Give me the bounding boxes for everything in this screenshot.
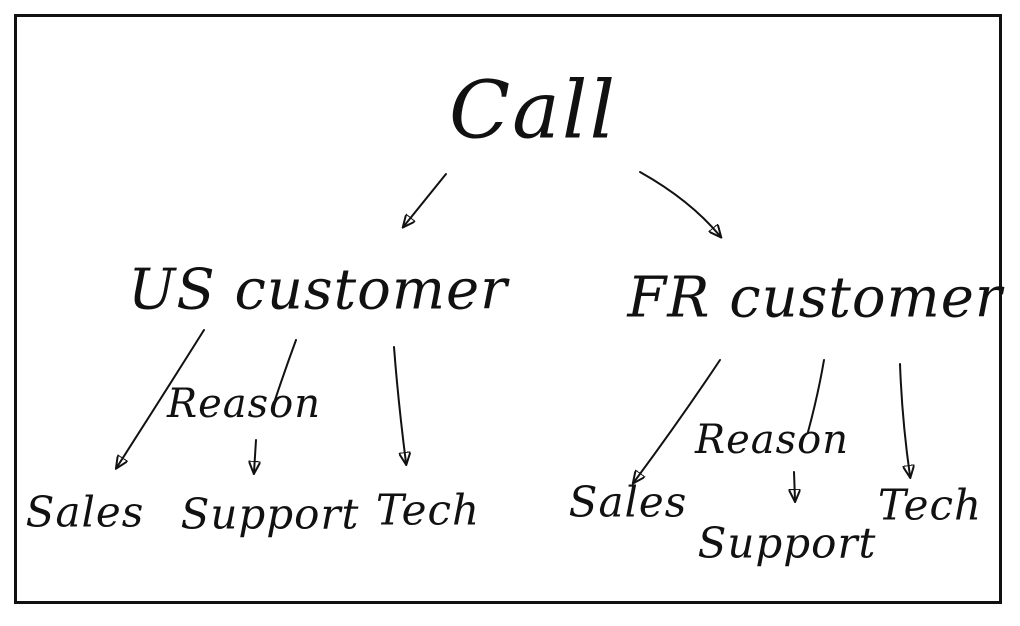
edge-us-to-reason [274, 339, 297, 401]
node-us-tech: Tech [375, 485, 481, 535]
edge-call-to-us [404, 173, 447, 226]
label-reason-us: Reason [166, 381, 322, 427]
edge-call-to-fr [639, 171, 720, 236]
edge-fr-to-tech [899, 363, 910, 476]
node-fr-sales: Sales [568, 477, 688, 527]
node-us-support: Support [180, 489, 360, 539]
node-us-customer: US customer [128, 257, 508, 323]
edge-reason-to-support-fr [794, 471, 795, 500]
node-fr-support: Support [697, 518, 877, 568]
node-fr-tech: Tech [877, 480, 983, 530]
edge-reason-to-support-us [254, 439, 256, 472]
edge-fr-to-reason [807, 359, 825, 433]
edge-us-to-tech [393, 346, 406, 463]
label-reason-fr: Reason [694, 417, 850, 463]
node-call: Call [448, 63, 618, 157]
edge-fr-to-sales [634, 359, 721, 482]
diagram-frame [14, 14, 1002, 604]
node-fr-customer: FR customer [627, 265, 1003, 331]
node-us-sales: Sales [25, 487, 145, 537]
edge-us-to-sales [117, 329, 205, 467]
